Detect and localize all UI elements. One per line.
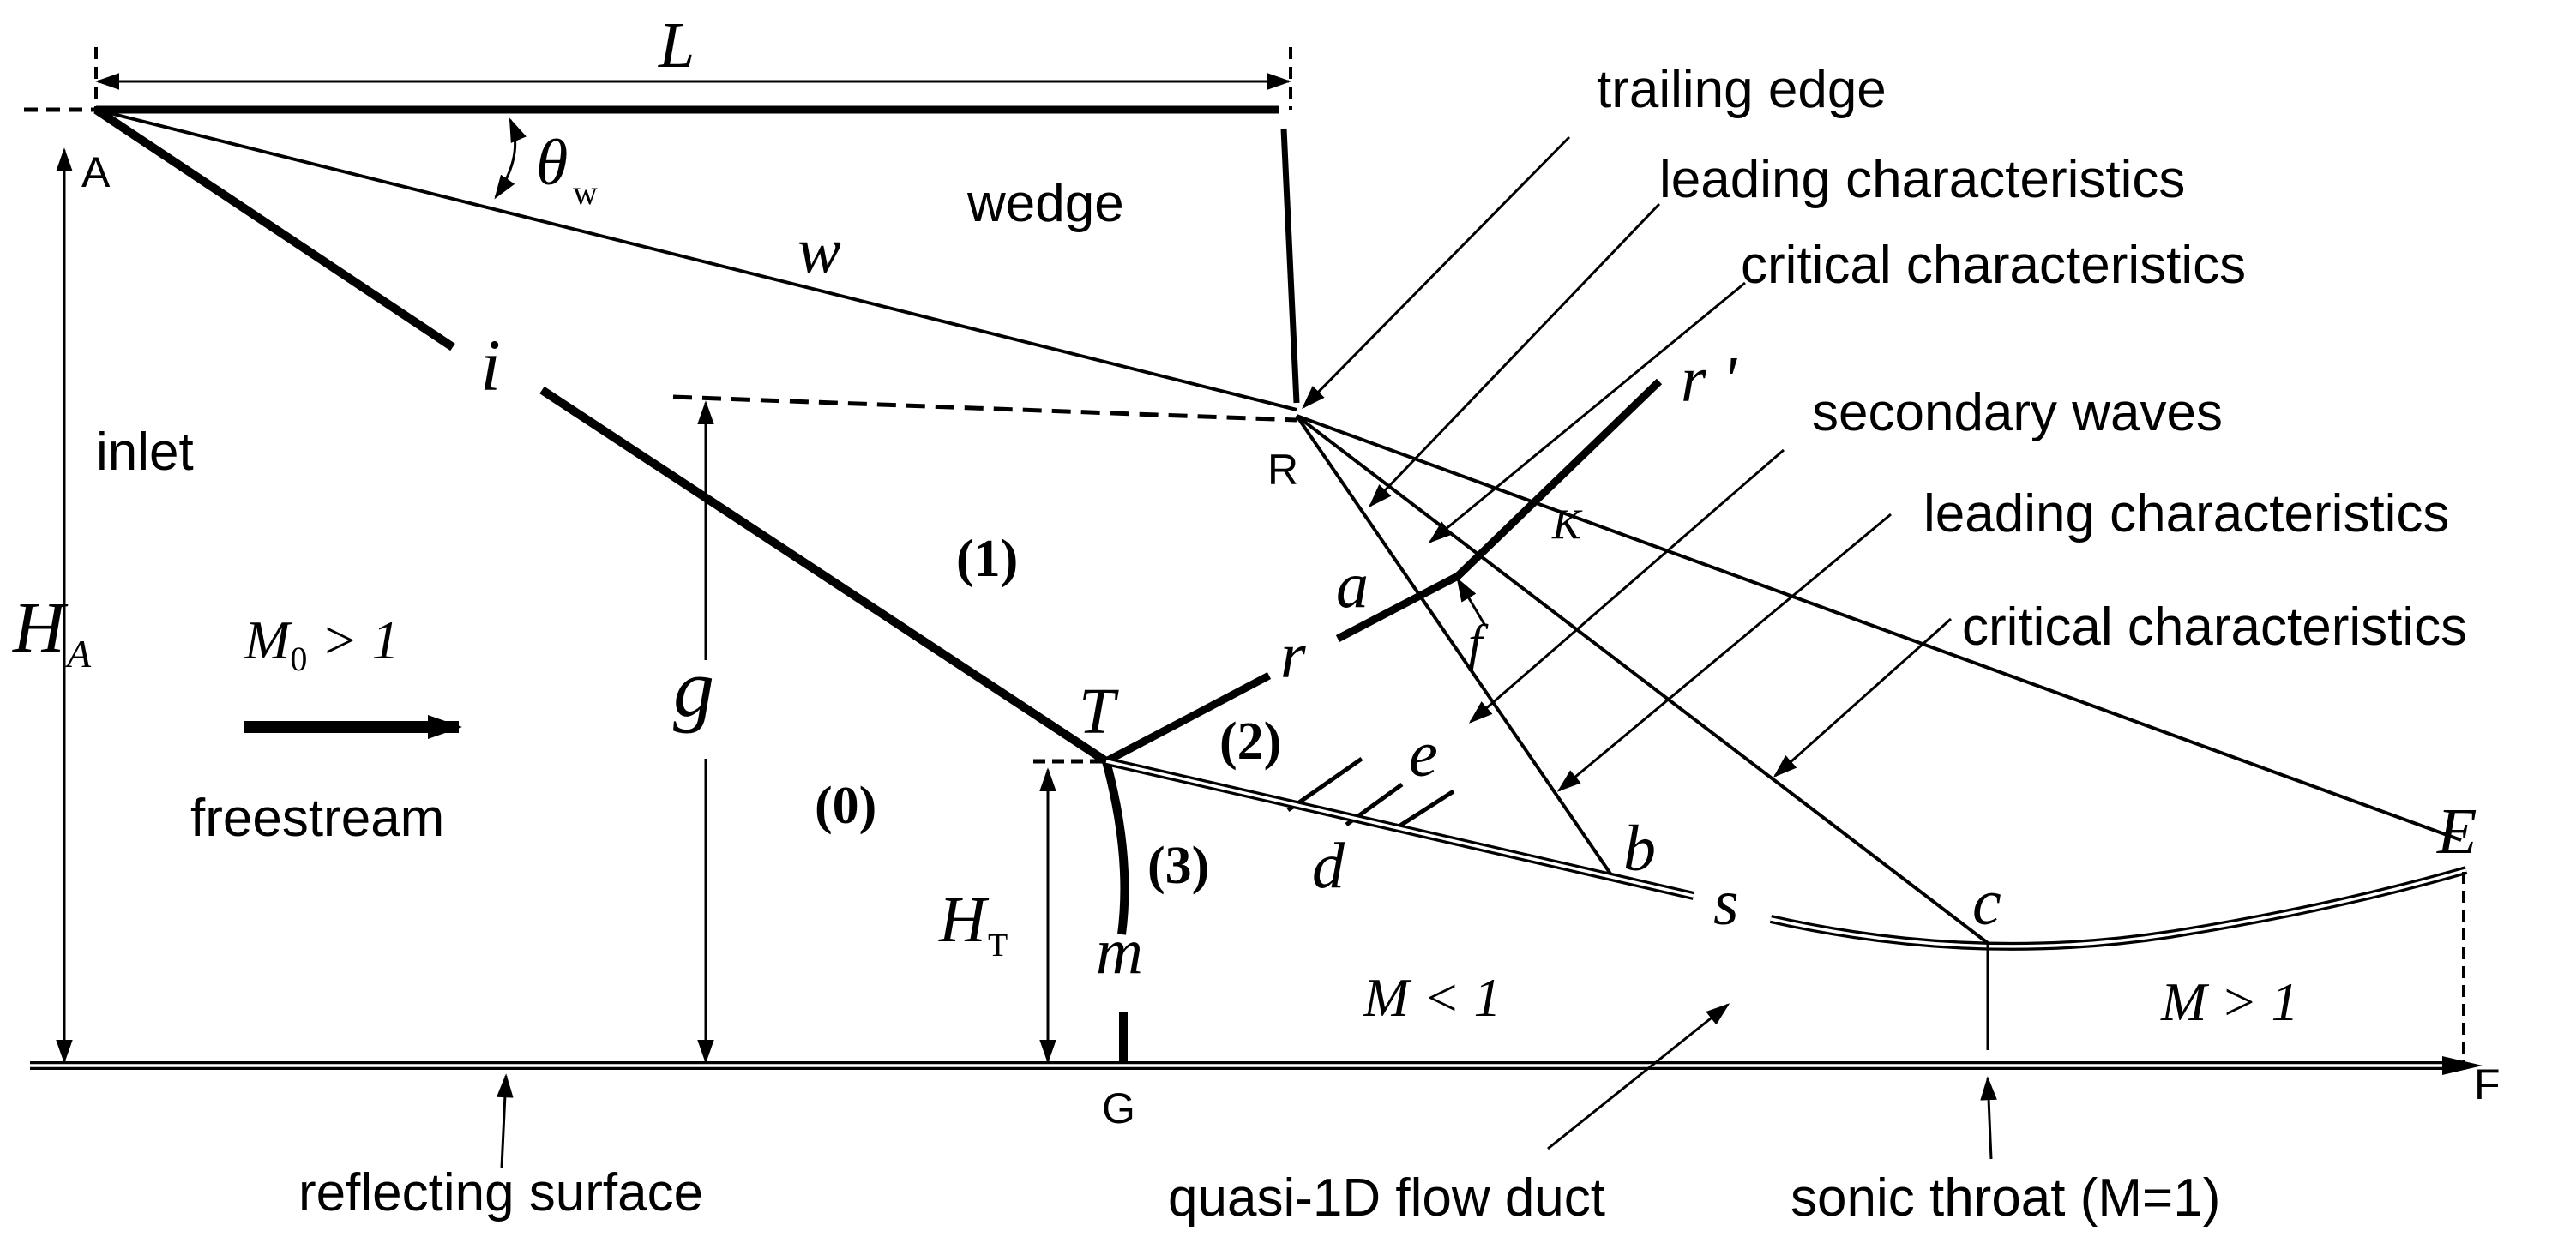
callout-leading-char-1 xyxy=(1369,202,1661,508)
label-mach-supersonic: M > 1 xyxy=(2160,971,2299,1032)
label-K: K xyxy=(1551,500,1583,548)
label-f: f xyxy=(1468,615,1489,671)
label-HA: H xyxy=(12,588,69,668)
slip-line-s-b-gap xyxy=(1770,868,2467,948)
label-leading-char-2: leading characteristics xyxy=(1923,484,2449,543)
slip-line-s-a-gap xyxy=(1105,760,1694,898)
label-s: s xyxy=(1713,867,1739,939)
ref-line-R xyxy=(672,394,1297,423)
label-critical-char-2: critical characteristics xyxy=(1962,597,2467,657)
label-A: A xyxy=(81,148,111,196)
label-e: e xyxy=(1409,718,1438,790)
theta-w-arc xyxy=(494,117,527,200)
mach-inflow-sub: 0 xyxy=(290,640,307,678)
wedge-trailing-face xyxy=(1280,128,1300,404)
label-w: w xyxy=(797,215,841,287)
label-theta-w-sub: w xyxy=(573,173,598,212)
label-T: T xyxy=(1079,676,1119,748)
label-F: F xyxy=(2474,1060,2501,1108)
label-duct: quasi-1D flow duct xyxy=(1168,1168,1605,1228)
slip-line-s-b xyxy=(1769,866,2468,951)
label-c: c xyxy=(1972,867,2001,939)
callout-critical-char-2 xyxy=(1773,617,1952,778)
incident-shock-i-upper xyxy=(93,105,455,351)
label-R: R xyxy=(1267,446,1298,494)
characteristics xyxy=(1286,414,2462,945)
label-secondary-waves: secondary waves xyxy=(1812,383,2223,442)
mach-stem-m xyxy=(1102,760,1129,935)
leading-characteristic-Rb xyxy=(1295,414,1614,878)
region-2: (2) xyxy=(1219,712,1281,771)
incident-shock-i-lower xyxy=(539,386,1109,766)
callout-duct xyxy=(1547,1003,1730,1150)
shock-waves xyxy=(93,105,1663,1067)
label-reflecting-surface: reflecting surface xyxy=(298,1163,703,1222)
callout-sonic-throat xyxy=(1980,1076,1997,1160)
callout-leading-char-2 xyxy=(1556,513,1892,792)
label-i: i xyxy=(480,324,501,406)
label-d: d xyxy=(1312,830,1345,902)
label-HA-sub: A xyxy=(64,632,92,676)
label-r-prime: r ' xyxy=(1681,344,1738,416)
label-b: b xyxy=(1623,813,1656,885)
callout-critical-char-1 xyxy=(1428,281,1746,543)
label-m: m xyxy=(1096,916,1143,988)
secondary-wave-3 xyxy=(1392,789,1455,832)
dimension-arrows xyxy=(56,147,1056,1064)
reflecting-surface-line xyxy=(30,872,2483,1075)
label-theta-w: θ xyxy=(536,127,568,199)
characteristic-RKE xyxy=(1296,414,2462,842)
point-labels: A R K G F E T c b s a d e f m i w r r ' xyxy=(81,148,2501,1132)
region-1: (1) xyxy=(956,530,1018,588)
label-g: g xyxy=(673,642,714,734)
label-L: L xyxy=(658,9,695,81)
callout-f xyxy=(1456,577,1487,627)
wedge-geometry xyxy=(24,47,1300,423)
text-labels: wedge inlet freestream M0 > 1 M < 1 M > … xyxy=(96,60,2467,1228)
label-r: r xyxy=(1280,620,1306,692)
label-a: a xyxy=(1336,549,1369,621)
dimension-labels: L θ w H A g H T xyxy=(12,9,1008,964)
callout-trailing-edge xyxy=(1302,135,1571,409)
label-HT: H xyxy=(938,884,990,956)
label-G: G xyxy=(1102,1084,1135,1132)
label-sonic-throat: sonic throat (M=1) xyxy=(1791,1168,2220,1228)
label-freestream: freestream xyxy=(190,789,444,848)
mach-inflow-M: M xyxy=(244,609,293,670)
label-critical-char-1: critical characteristics xyxy=(1741,236,2246,295)
label-trailing-edge: trailing edge xyxy=(1597,60,1887,119)
region-3: (3) xyxy=(1147,837,1209,895)
callout-arrows xyxy=(497,135,1997,1168)
label-leading-char-1: leading characteristics xyxy=(1659,150,2185,209)
reflected-shock-r-upper xyxy=(1335,378,1663,642)
label-inlet: inlet xyxy=(96,423,194,482)
slip-line xyxy=(1104,757,2468,951)
callout-secondary-waves xyxy=(1468,448,1785,724)
label-mach-inflow: M0 > 1 xyxy=(244,609,400,678)
mach-inflow-rel: > 1 xyxy=(307,609,399,670)
label-wedge: wedge xyxy=(966,174,1124,233)
region-labels: (0) (1) (2) (3) xyxy=(815,530,1281,895)
callout-reflecting-surface xyxy=(497,1073,514,1168)
critical-characteristic-Rc xyxy=(1295,414,1989,945)
label-E: E xyxy=(2436,796,2477,868)
reflected-shock-r-lower xyxy=(1104,672,1272,765)
region-0: (0) xyxy=(815,777,876,835)
label-mach-subsonic: M < 1 xyxy=(1363,967,1502,1028)
label-HT-sub: T xyxy=(988,928,1008,964)
wedge-surface-w xyxy=(95,108,1297,411)
